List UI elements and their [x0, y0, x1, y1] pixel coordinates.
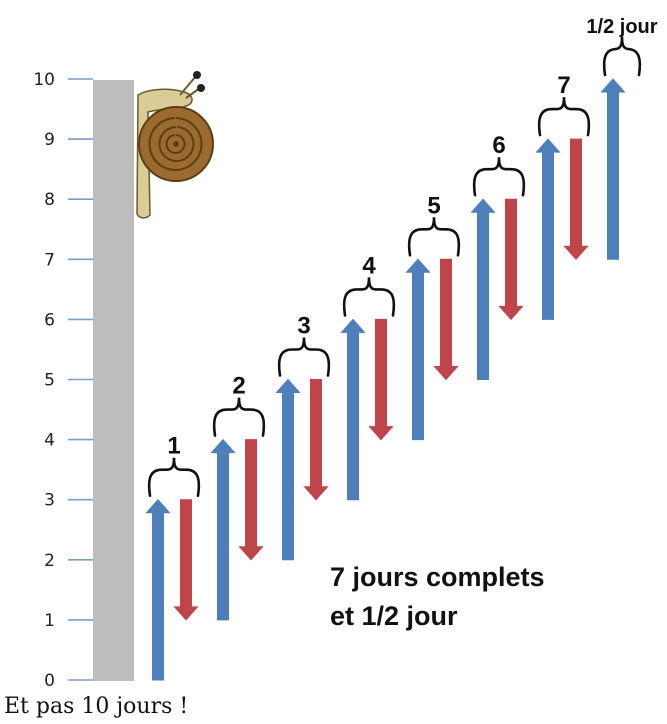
height-axis: 0 1 2 3 4 5 6 7 8 9 10: [33, 70, 93, 691]
day-brace: [537, 97, 591, 137]
wall: [93, 80, 134, 681]
axis-tick-label: 10: [33, 70, 55, 90]
axis-tick-label: 8: [44, 190, 55, 210]
climb-up-arrow: [535, 138, 561, 320]
day-brace: [602, 36, 642, 77]
day-label: 4: [362, 252, 376, 279]
axis-tick-label: 3: [44, 491, 55, 511]
axis-tick-label: 7: [44, 250, 55, 270]
day-step: 3: [275, 313, 331, 561]
slide-down-arrow: [368, 318, 394, 441]
slide-down-arrow: [173, 499, 199, 621]
day-brace: [212, 397, 266, 437]
snail-icon: [136, 71, 214, 219]
slide-down-arrow: [303, 379, 329, 501]
day-label: 1: [167, 433, 180, 460]
axis-tick-label: 1: [44, 611, 55, 631]
summary-line-1: 7 jours complets: [330, 562, 545, 592]
day-label: 2: [232, 373, 245, 400]
axis-tick-label: 2: [44, 551, 55, 571]
day-step: 4: [340, 252, 396, 501]
day-step: 5: [405, 192, 461, 441]
axis-tick-label: 9: [44, 130, 55, 150]
day-brace: [277, 337, 331, 377]
day-step: 7: [535, 72, 591, 320]
slide-down-arrow: [498, 198, 524, 321]
climb-up-arrow: [275, 378, 301, 561]
day-label: 6: [492, 132, 505, 159]
day-step: 1: [145, 433, 201, 681]
climb-up-arrow: [340, 318, 366, 501]
climb-up-arrow: [470, 198, 496, 380]
caption: Et pas 10 jours !: [4, 694, 189, 719]
day-label: 7: [557, 72, 570, 99]
day-label: 1/2 jour: [586, 16, 657, 38]
axis-tick-label: 4: [44, 431, 55, 451]
axis-tick-label: 6: [44, 310, 55, 330]
summary-line-2: et 1/2 jour: [330, 601, 458, 631]
day-label: 5: [427, 192, 440, 219]
day-step: 1/2 jour: [586, 16, 658, 260]
slide-down-arrow: [433, 258, 459, 381]
day-label: 3: [297, 313, 310, 340]
climb-up-arrow: [600, 78, 626, 260]
day-brace: [472, 157, 526, 197]
day-brace: [342, 277, 396, 317]
day-steps: 1 2 3 4 5 6 7 1/2 jour: [145, 16, 658, 681]
day-brace: [147, 457, 201, 497]
axis-tick-label: 0: [44, 671, 55, 691]
climb-up-arrow: [405, 258, 431, 441]
slide-down-arrow: [563, 138, 589, 261]
day-step: 6: [470, 132, 526, 380]
climb-up-arrow: [145, 498, 171, 681]
slide-down-arrow: [238, 439, 264, 561]
axis-tick-label: 5: [44, 371, 55, 391]
climb-up-arrow: [210, 438, 236, 621]
day-brace: [407, 217, 461, 257]
day-step: 2: [210, 373, 266, 621]
